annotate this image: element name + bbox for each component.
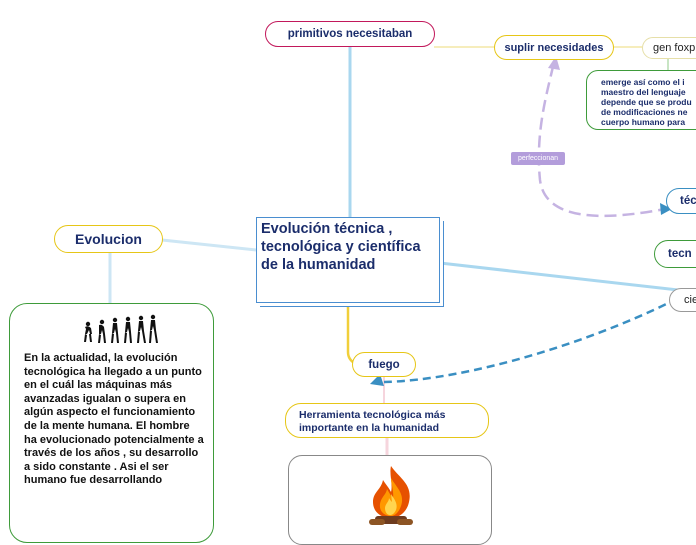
node-herramienta-label: Herramienta tecnológica más importante e… [299, 409, 446, 434]
node-fire-image[interactable] [288, 455, 492, 545]
node-tec-label: téc [680, 195, 696, 207]
node-gen-label: gen foxp [653, 42, 696, 54]
connector-layer [108, 46, 696, 456]
emerge-line: maestro del lenguaje [601, 87, 686, 97]
node-evolucion-description[interactable]: En la actualidad, la evolución tecnológi… [9, 303, 214, 543]
perfeccionan-label: perfeccionan [517, 155, 559, 162]
central-topic[interactable]: Evolución técnica , tecnológica y cientí… [256, 217, 440, 303]
node-cie[interactable]: cie [669, 288, 696, 312]
fire-icon [369, 466, 413, 525]
arrowhead-perfeccionan-right [660, 203, 672, 215]
node-suplir-necesidades[interactable]: suplir necesidades [494, 35, 614, 60]
node-fuego-label: fuego [368, 358, 400, 371]
relation-label-perfeccionan[interactable]: perfeccionan [511, 152, 565, 165]
emerge-line: de modificaciones ne [601, 107, 688, 117]
link-central-evolucion [161, 238, 257, 252]
node-tecn-label: tecn [668, 248, 692, 260]
node-cie-label: cie [684, 294, 696, 306]
emerge-line: depende que se produ [601, 97, 692, 107]
link-central-tecn [439, 261, 696, 294]
arrowhead-fuego [370, 374, 384, 386]
evolucion-description-text: En la actualidad, la evolución tecnológi… [24, 352, 204, 487]
node-gen-foxp[interactable]: gen foxp [642, 37, 696, 59]
relation-fuego-tecn [383, 290, 691, 384]
node-suplir-label: suplir necesidades [504, 41, 604, 54]
emerge-line: cuerpo humano para [601, 117, 686, 127]
node-emerge-text[interactable]: emerge así como el i maestro del lenguaj… [586, 70, 696, 130]
node-evolucion[interactable]: Evolucion [54, 225, 163, 253]
relation-perfeccionan [537, 61, 671, 218]
node-tec[interactable]: téc [666, 188, 696, 214]
central-topic-title: Evolución técnica , tecnológica y cientí… [261, 221, 421, 273]
node-herramienta[interactable]: Herramienta tecnológica más importante e… [285, 403, 489, 438]
node-evolucion-label: Evolucion [75, 231, 142, 247]
human-evolution-icon [84, 314, 158, 343]
emerge-line: emerge así como el i [601, 77, 685, 87]
node-primitivos-label: primitivos necesitaban [287, 28, 413, 40]
node-fuego[interactable]: fuego [352, 352, 416, 377]
node-primitivos-necesitaban[interactable]: primitivos necesitaban [265, 21, 435, 47]
node-tecn[interactable]: tecn [654, 240, 696, 268]
